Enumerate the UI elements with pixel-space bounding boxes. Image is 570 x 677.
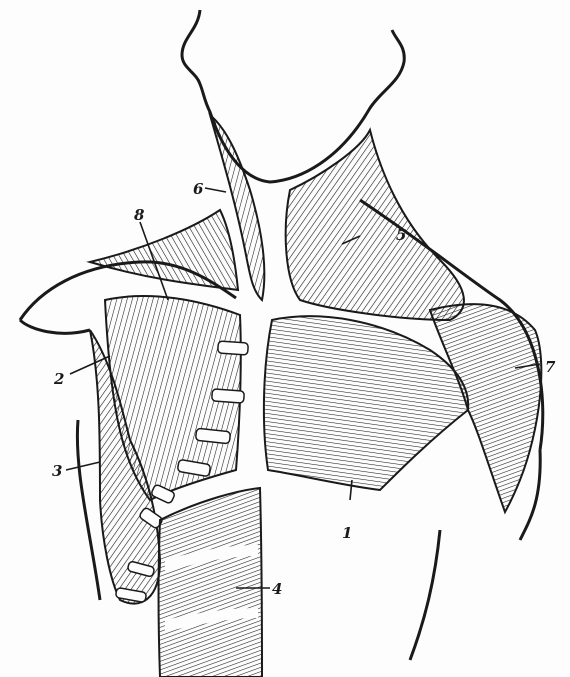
rectus-abdominis-muscle <box>159 488 263 677</box>
label-6: 6 <box>193 180 204 198</box>
trapezius-left-band <box>90 210 238 290</box>
label-1: 1 <box>342 524 352 542</box>
pectoralis-major-muscle <box>264 316 468 490</box>
label-5: 5 <box>396 226 406 244</box>
label-8: 8 <box>134 206 145 224</box>
label-4: 4 <box>272 580 282 598</box>
label-7: 7 <box>545 358 556 376</box>
label-3: 3 <box>52 462 62 480</box>
label-2: 2 <box>53 370 64 388</box>
trapezius-muscle <box>286 130 464 320</box>
